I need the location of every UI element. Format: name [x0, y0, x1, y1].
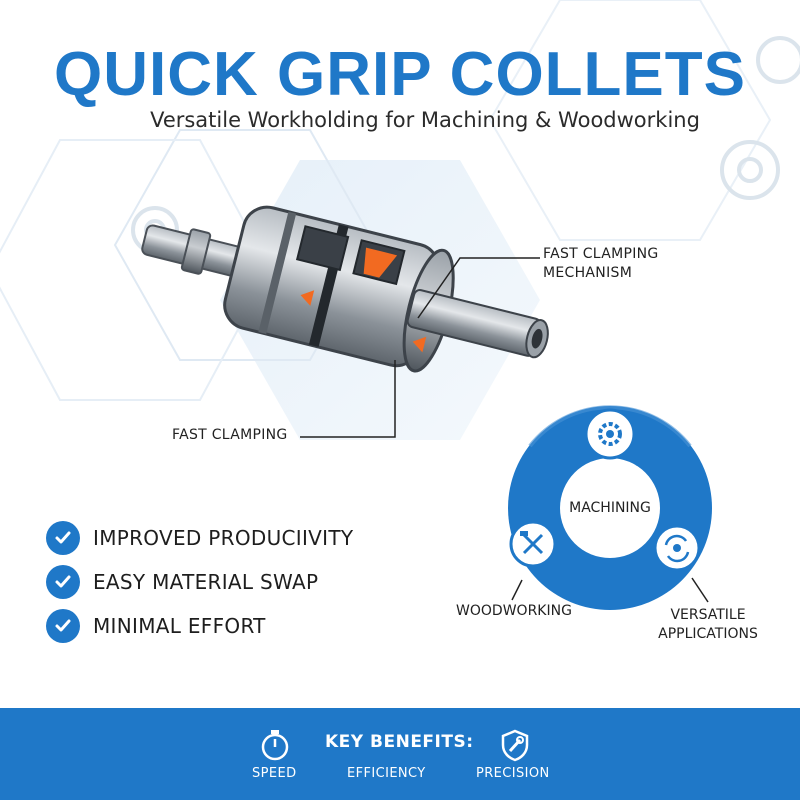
callout-fast-clamping-mechanism: FAST CLAMPING MECHANISM	[543, 245, 659, 283]
callout-fast-clamping: FAST CLAMPING	[172, 427, 288, 443]
list-item: EASY MATERIAL SWAP	[46, 560, 353, 604]
check-icon	[46, 521, 80, 555]
stopwatch-icon	[261, 730, 289, 761]
rotate-gear-icon	[653, 524, 701, 572]
footer-item-precision: PRECISION	[476, 766, 550, 781]
footer-bar: KEY BENEFITS: SPEED EFFICIENCY PRECISION	[0, 708, 800, 800]
shield-wrench-icon	[501, 729, 529, 762]
check-icon	[46, 565, 80, 599]
callout-line: FAST CLAMPING	[543, 246, 659, 262]
footer-heading: KEY BENEFITS:	[325, 732, 474, 752]
check-icon	[46, 609, 80, 643]
ring-label-line: VERSATILE	[670, 607, 746, 623]
ring-label-woodworking: WOODWORKING	[456, 603, 572, 619]
list-item: IMPROVED PRODUCIIVITY	[46, 516, 353, 560]
list-item-label: EASY MATERIAL SWAP	[93, 570, 319, 594]
ring-label-line: APPLICATIONS	[658, 626, 758, 642]
benefits-list: IMPROVED PRODUCIIVITY EASY MATERIAL SWAP…	[46, 516, 353, 648]
list-item: MINIMAL EFFORT	[46, 604, 353, 648]
footer-item-speed: SPEED	[252, 766, 297, 781]
ring-label-versatile: VERSATILE APPLICATIONS	[646, 606, 770, 644]
hammer-wrench-icon	[509, 520, 557, 568]
page-title: QUICK GRIP COLLETS	[53, 40, 746, 109]
page-subtitle: Versatile Workholding for Machining & Wo…	[150, 108, 700, 132]
callout-line: MECHANISM	[543, 265, 633, 281]
ring-center-label: MACHINING	[569, 500, 651, 516]
list-item-label: IMPROVED PRODUCIIVITY	[93, 526, 354, 550]
footer-item-efficiency: EFFICIENCY	[347, 766, 426, 781]
gear-icon	[584, 408, 636, 460]
list-item-label: MINIMAL EFFORT	[93, 614, 266, 638]
